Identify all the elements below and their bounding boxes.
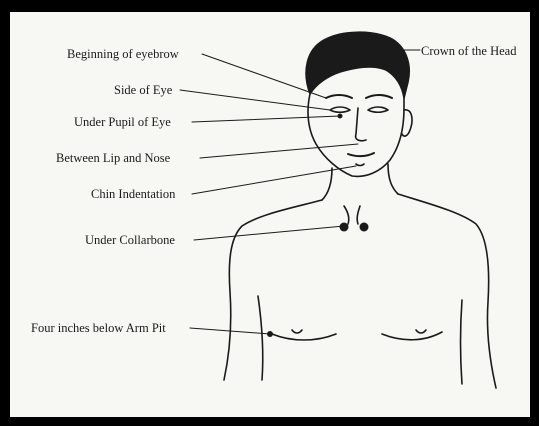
point-under-pupil xyxy=(338,114,343,119)
right-torso-side xyxy=(461,300,463,384)
left-pec xyxy=(272,334,336,340)
leader-lip-nose xyxy=(200,144,358,158)
mouth xyxy=(348,153,374,156)
neck-left xyxy=(322,168,332,200)
left-torso-side xyxy=(258,296,263,380)
right-eyebrow xyxy=(366,95,392,98)
hair xyxy=(306,32,409,98)
right-shoulder-arm xyxy=(398,194,496,388)
point-collarbone-right xyxy=(360,223,369,232)
chin-mark xyxy=(356,164,364,166)
label-below-arm-pit: Four inches below Arm Pit xyxy=(31,321,166,335)
point-armpit xyxy=(267,331,273,337)
label-side-of-eye: Side of Eye xyxy=(114,83,172,97)
label-chin-indentation: Chin Indentation xyxy=(91,187,175,201)
collarbone-mark xyxy=(344,206,349,224)
diagram-paper: Beginning of eyebrow Side of Eye Under P… xyxy=(10,12,530,417)
right-nipple xyxy=(416,330,426,333)
neck-right xyxy=(388,164,398,194)
point-crown xyxy=(371,47,377,53)
label-under-pupil-of-eye: Under Pupil of Eye xyxy=(74,115,171,129)
left-eyebrow xyxy=(326,95,352,98)
nose xyxy=(356,108,366,141)
right-eye xyxy=(368,107,388,112)
left-shoulder-arm xyxy=(224,200,322,380)
leader-collarbone xyxy=(194,226,344,240)
left-eye xyxy=(330,107,350,112)
leader-under-pupil xyxy=(192,116,340,122)
body-figure-drawing xyxy=(10,12,530,417)
label-between-lip-and-nose: Between Lip and Nose xyxy=(56,151,170,165)
label-under-collarbone: Under Collarbone xyxy=(85,233,175,247)
label-beginning-of-eyebrow: Beginning of eyebrow xyxy=(67,47,179,61)
collarbone-mark-2 xyxy=(357,206,360,224)
leader-side-eye xyxy=(180,90,330,110)
label-crown-of-head: Crown of the Head xyxy=(421,44,516,58)
right-pec xyxy=(382,332,442,340)
point-collarbone-left xyxy=(340,223,349,232)
left-nipple xyxy=(292,330,302,333)
